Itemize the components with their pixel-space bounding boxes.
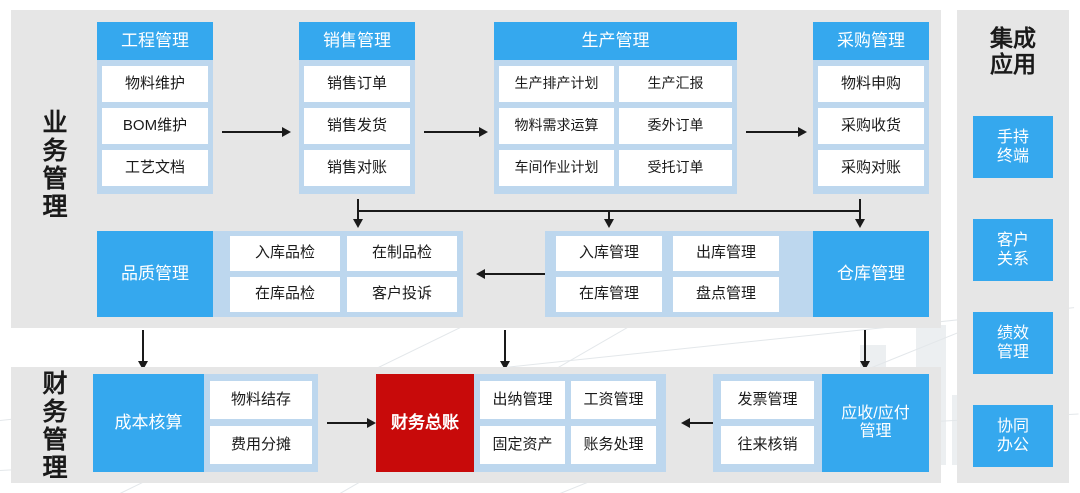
btn-line-1: 绩效 <box>996 324 1029 342</box>
cell-warehouse-2[interactable]: 在库管理 <box>556 277 662 312</box>
module-quality-title[interactable]: 品质管理 <box>97 231 213 317</box>
connector-drop-2 <box>608 210 610 222</box>
btn-line-2: 终端 <box>996 148 1029 165</box>
cell-warehouse-1[interactable]: 出库管理 <box>673 236 779 271</box>
arrowhead-down-icon <box>855 219 865 228</box>
arrow-sales-to-production <box>424 131 479 133</box>
cell-sales-2[interactable]: 销售对账 <box>304 150 410 186</box>
module-cost-accounting-title[interactable]: 成本核算 <box>93 374 204 472</box>
arrow-engineering-to-sales <box>222 131 282 133</box>
cell-cost-0[interactable]: 物料结存 <box>210 381 312 419</box>
integration-title-line-2: 应用 <box>990 51 1036 77</box>
cell-arap-0[interactable]: 发票管理 <box>721 381 814 419</box>
cell-cost-1[interactable]: 费用分摊 <box>210 426 312 464</box>
connector-to-ledger <box>504 330 506 364</box>
arrowhead-down-icon <box>500 361 510 370</box>
cell-production-2[interactable]: 物料需求运算 <box>499 108 614 144</box>
connector-warehouse-to-arap <box>864 330 866 364</box>
arrowhead-right-icon <box>479 127 488 137</box>
cell-production-4[interactable]: 车间作业计划 <box>499 150 614 186</box>
label-char: 业 <box>42 109 68 137</box>
module-warehouse-title[interactable]: 仓库管理 <box>813 231 929 317</box>
connector-quality-to-cost <box>142 330 144 364</box>
arrowhead-left-icon <box>681 418 690 428</box>
cell-production-1[interactable]: 生产汇报 <box>619 66 732 102</box>
label-char: 管 <box>42 165 68 193</box>
arrow-cost-to-ledger <box>327 422 367 424</box>
arrowhead-down-icon <box>860 361 870 370</box>
integration-button-performance[interactable]: 绩效 管理 <box>973 312 1053 374</box>
arap-title-line-2: 管理 <box>859 423 892 440</box>
integration-title: 集成 应用 <box>957 20 1069 82</box>
btn-line-2: 关系 <box>996 251 1029 268</box>
module-sales-title[interactable]: 销售管理 <box>299 22 415 60</box>
finance-section-label: 财 务 管 理 <box>28 369 82 483</box>
arap-title-line-1: 应收/应付 <box>841 404 910 422</box>
cell-production-3[interactable]: 委外订单 <box>619 108 732 144</box>
cell-ledger-2[interactable]: 固定资产 <box>480 426 565 464</box>
btn-line-2: 管理 <box>996 344 1029 361</box>
cell-warehouse-3[interactable]: 盘点管理 <box>673 277 779 312</box>
cell-engineering-2[interactable]: 工艺文档 <box>102 150 208 186</box>
arrowhead-down-icon <box>353 219 363 228</box>
cell-quality-1[interactable]: 在制品检 <box>347 236 457 271</box>
cell-warehouse-0[interactable]: 入库管理 <box>556 236 662 271</box>
integration-button-crm[interactable]: 客户 关系 <box>973 219 1053 281</box>
connector-drop-3 <box>859 199 861 222</box>
arrowhead-right-icon <box>282 127 291 137</box>
arrowhead-right-icon <box>798 127 807 137</box>
integration-title-line-1: 集成 <box>990 24 1036 51</box>
cell-purchase-1[interactable]: 采购收货 <box>818 108 924 144</box>
cell-purchase-2[interactable]: 采购对账 <box>818 150 924 186</box>
cell-quality-0[interactable]: 入库品检 <box>230 236 340 271</box>
cell-production-5[interactable]: 受托订单 <box>619 150 732 186</box>
arrowhead-down-icon <box>138 361 148 370</box>
arrow-arap-to-ledger <box>690 422 728 424</box>
cell-ledger-1[interactable]: 工资管理 <box>571 381 656 419</box>
btn-line-1: 手持 <box>996 128 1029 146</box>
cell-sales-1[interactable]: 销售发货 <box>304 108 410 144</box>
cell-engineering-1[interactable]: BOM维护 <box>102 108 208 144</box>
cell-arap-1[interactable]: 往来核销 <box>721 426 814 464</box>
label-char: 务 <box>42 398 68 426</box>
connector-drop-1 <box>357 199 359 222</box>
cell-production-0[interactable]: 生产排产计划 <box>499 66 614 102</box>
cell-quality-2[interactable]: 在库品检 <box>230 277 340 312</box>
cell-quality-3[interactable]: 客户投诉 <box>347 277 457 312</box>
arrow-warehouse-to-quality <box>485 273 545 275</box>
module-receivable-payable-title[interactable]: 应收/应付 管理 <box>822 374 929 472</box>
module-engineering-title[interactable]: 工程管理 <box>97 22 213 60</box>
arrowhead-right-icon <box>367 418 376 428</box>
arrowhead-down-icon <box>604 219 614 228</box>
module-general-ledger-title[interactable]: 财务总账 <box>376 374 474 472</box>
label-char: 理 <box>42 454 68 482</box>
btn-line-1: 协同 <box>996 417 1029 435</box>
cell-engineering-0[interactable]: 物料维护 <box>102 66 208 102</box>
btn-line-1: 客户 <box>996 231 1029 249</box>
cell-ledger-3[interactable]: 账务处理 <box>571 426 656 464</box>
arrowhead-left-icon <box>476 269 485 279</box>
cell-ledger-0[interactable]: 出纳管理 <box>480 381 565 419</box>
cell-sales-0[interactable]: 销售订单 <box>304 66 410 102</box>
arrow-production-to-purchase <box>746 131 798 133</box>
label-char: 理 <box>42 193 68 221</box>
btn-line-2: 办公 <box>996 437 1029 454</box>
label-char: 务 <box>42 137 68 165</box>
integration-button-handheld-terminal[interactable]: 手持 终端 <box>973 116 1053 178</box>
module-purchase-title[interactable]: 采购管理 <box>813 22 929 60</box>
business-section-label: 业 务 管 理 <box>28 105 82 225</box>
module-production-title[interactable]: 生产管理 <box>494 22 737 60</box>
label-char: 管 <box>42 426 68 454</box>
cell-purchase-0[interactable]: 物料申购 <box>818 66 924 102</box>
integration-button-oa[interactable]: 协同 办公 <box>973 405 1053 467</box>
label-char: 财 <box>42 370 68 398</box>
